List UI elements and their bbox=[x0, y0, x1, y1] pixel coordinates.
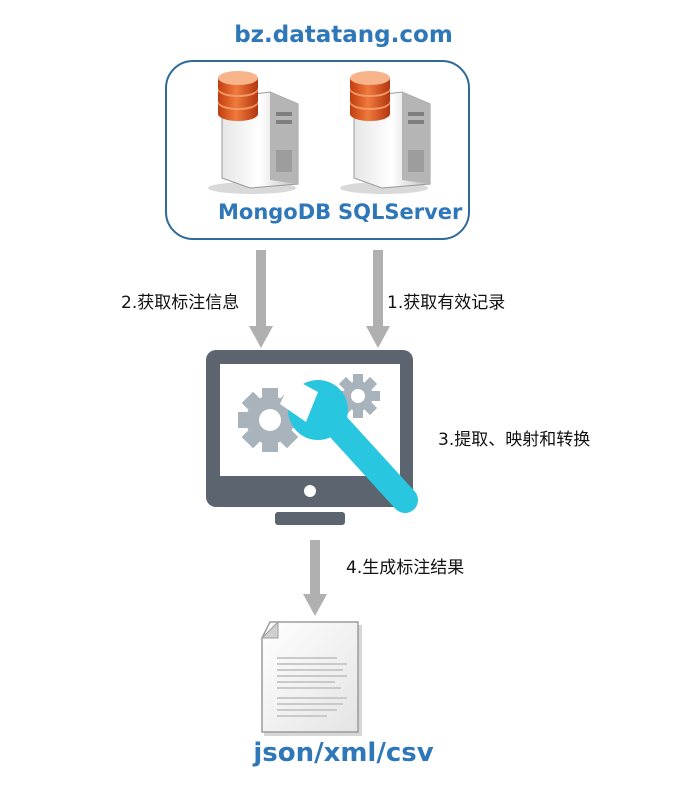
mongodb-label: MongoDB bbox=[218, 200, 332, 224]
document-icon bbox=[260, 620, 362, 736]
sqlserver-server-icon bbox=[340, 71, 431, 194]
arrow-step4-icon bbox=[303, 540, 327, 616]
arrow-step2-icon bbox=[249, 250, 273, 348]
step2-label: 2.获取标注信息 bbox=[121, 293, 240, 313]
step1-label: 1.获取有效记录 bbox=[387, 293, 506, 313]
sqlserver-label: SQLServer bbox=[338, 200, 463, 224]
site-title: bz.datatang.com bbox=[234, 22, 453, 48]
arrow-step1-icon bbox=[366, 250, 390, 348]
large-gear-icon bbox=[238, 388, 302, 452]
step4-label: 4.生成标注结果 bbox=[346, 558, 465, 578]
sqlserver-disk-stack bbox=[350, 71, 390, 121]
server-group-box bbox=[165, 60, 470, 240]
mongodb-disk-stack bbox=[218, 71, 258, 121]
output-format-label: json/xml/csv bbox=[253, 738, 434, 768]
mongodb-server-icon bbox=[208, 71, 299, 194]
step3-label: 3.提取、映射和转换 bbox=[438, 430, 591, 450]
wrench-icon bbox=[280, 378, 418, 513]
